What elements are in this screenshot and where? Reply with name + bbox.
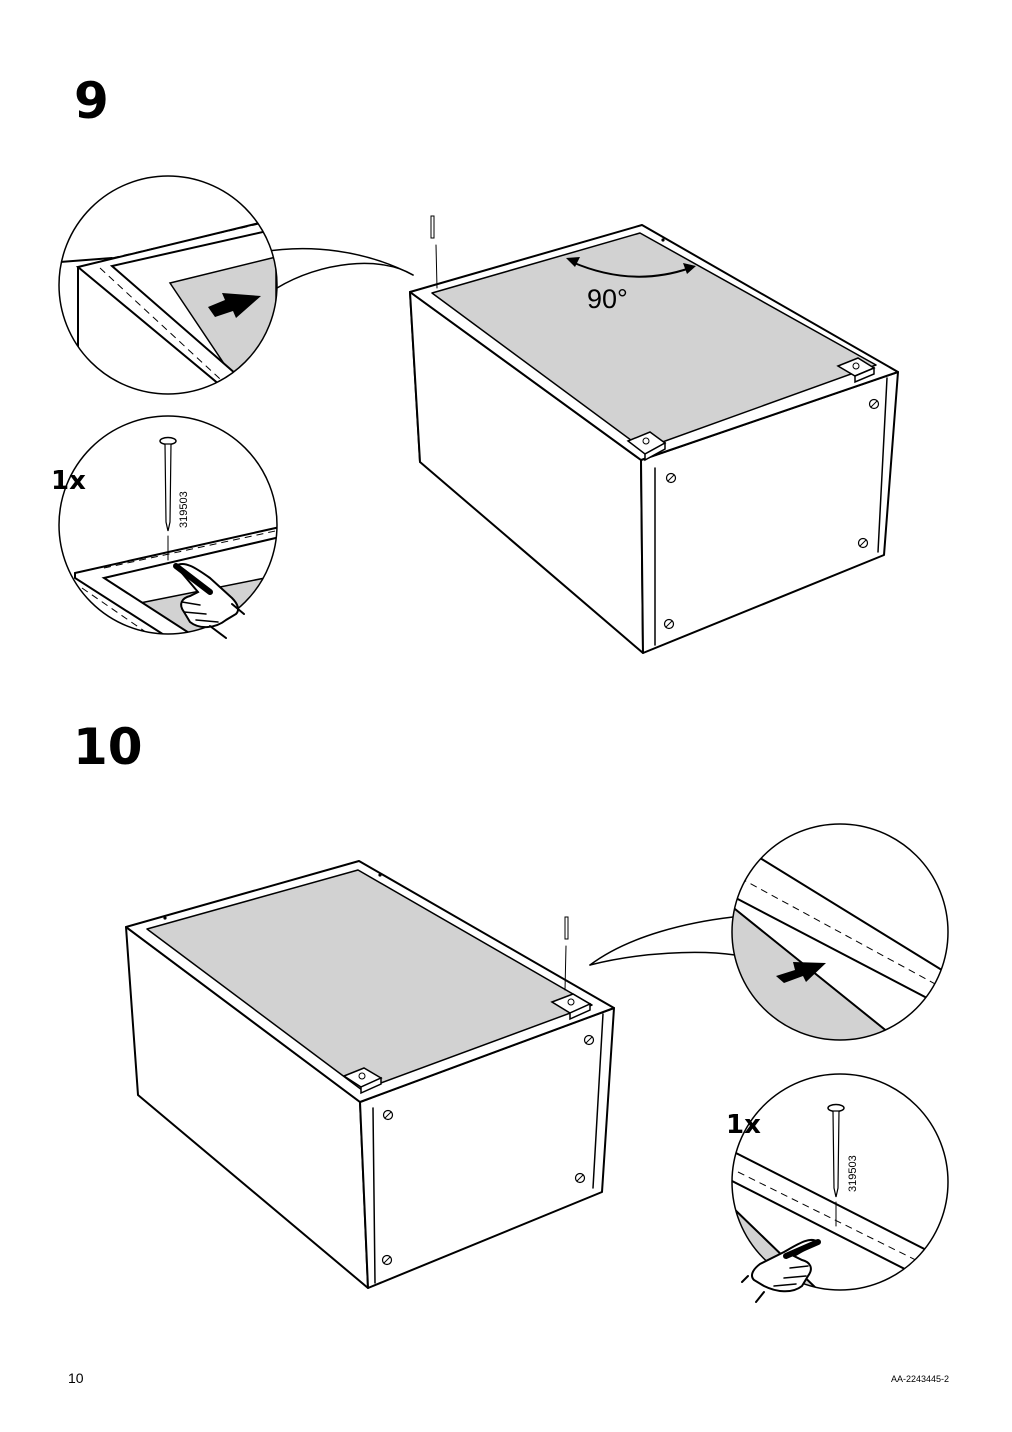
part-number-label: 319503	[178, 491, 190, 528]
nail-icon	[827, 1103, 845, 1227]
cabinet-back-panel	[146, 869, 593, 1091]
rotation-arrow-icon	[566, 257, 696, 278]
hinge-plate-icon	[626, 431, 667, 462]
hand-press-icon	[741, 1238, 821, 1303]
screw-hole-icon	[381, 1034, 595, 1266]
hinge-plate-icon	[550, 993, 592, 1021]
callout-connector	[589, 916, 734, 966]
part-number-label: 319503	[847, 1155, 859, 1192]
nail-icon	[564, 916, 569, 991]
hinge-plate-icon	[836, 357, 876, 384]
hinge-plate-icon	[342, 1067, 383, 1095]
document-code: AA-2243445-2	[890, 1374, 949, 1384]
step-10-detail-top	[731, 823, 949, 1041]
step-10-detail-nail: 319503	[731, 1073, 949, 1303]
angle-label: 90°	[587, 284, 628, 314]
cabinet-back-panel	[431, 232, 877, 450]
screw-hole-icon	[663, 398, 880, 630]
nail-icon	[159, 436, 177, 561]
direction-arrow-icon	[776, 962, 826, 983]
step-9-detail-top	[58, 175, 278, 395]
page-number: 10	[68, 1370, 84, 1386]
step-10-number: 10	[73, 718, 143, 776]
hand-press-icon	[173, 562, 245, 639]
step-9-cabinet: 90°	[409, 215, 899, 654]
step-10-cabinet	[125, 860, 615, 1289]
step-9-number: 9	[74, 72, 109, 130]
direction-arrow-icon	[208, 293, 261, 318]
nail-icon	[430, 215, 438, 289]
step-9-detail-nail: 319503	[58, 415, 278, 639]
callout-connector	[276, 262, 414, 289]
